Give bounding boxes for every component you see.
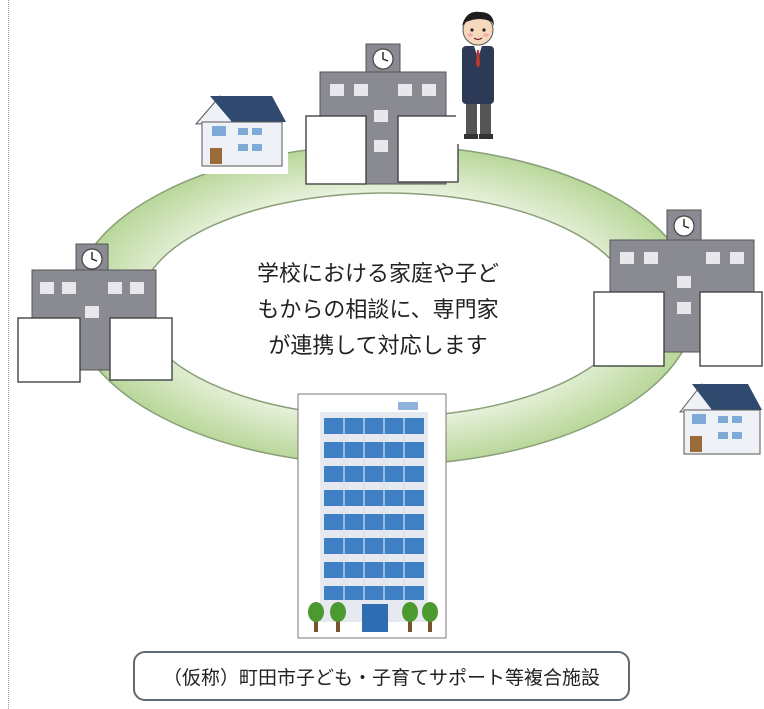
page-left-dotted-border — [8, 0, 9, 709]
teacher-figure — [456, 4, 504, 144]
center-description: 学校における家庭や子ど もからの相談に、専門家 が連携して対応します — [228, 257, 528, 365]
house-bottom-right — [674, 378, 764, 460]
school-building-left — [17, 243, 173, 383]
facility-caption-box: （仮称）町田市子ども・子育てサポート等複合施設 — [133, 651, 630, 701]
network-ring — [71, 144, 697, 466]
school-building-top — [305, 43, 459, 185]
facility-caption-text: （仮称）町田市子ども・子育てサポート等複合施設 — [162, 666, 600, 689]
support-facility-tower — [297, 393, 447, 639]
house-top-left — [192, 90, 288, 174]
center-text-line-3: が連携して対応します — [268, 334, 488, 359]
center-text-line-1: 学校における家庭や子ど — [256, 262, 499, 287]
school-building-right — [593, 209, 763, 367]
center-text-line-2: もからの相談に、専門家 — [257, 298, 499, 323]
